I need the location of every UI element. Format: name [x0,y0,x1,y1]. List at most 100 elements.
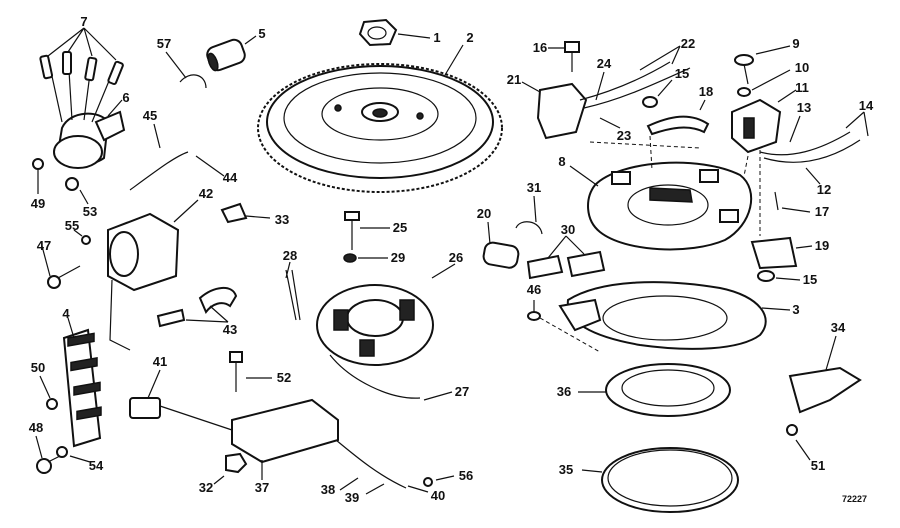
callout-33: 33 [274,212,290,227]
stator-leads [329,354,421,399]
callout-29: 29 [390,250,406,265]
callout-18: 18 [698,84,714,99]
callout-24: 24 [596,56,612,71]
callout-1: 1 [433,30,441,45]
callout-30: 30 [560,222,576,237]
screw-9 [734,54,754,85]
callout-15b: 15 [802,272,818,287]
callout-46: 46 [526,282,542,297]
callout-43: 43 [222,322,238,337]
callout-32: 32 [198,480,214,495]
lead-38 [335,439,407,489]
screw-53 [65,177,79,191]
callout-21: 21 [506,72,522,87]
module-21 [536,82,588,140]
lead-28 [285,269,301,321]
screw-16 [564,41,580,72]
callout-6: 6 [122,90,130,105]
screw-17 [774,191,779,211]
callout-10: 10 [794,60,810,75]
callout-52: 52 [276,370,292,385]
ignition-coil [107,212,180,351]
callout-56: 56 [458,468,474,483]
screw-47 [47,265,81,289]
callout-49: 49 [30,196,46,211]
callout-22: 22 [680,36,696,51]
callout-57: 57 [156,36,172,51]
callout-38: 38 [320,482,336,497]
sensor-leads [759,131,851,156]
callout-12: 12 [816,182,832,197]
condenser [53,110,126,169]
flywheel-nut [358,18,398,47]
callout-23: 23 [616,128,632,143]
callout-35: 35 [558,462,574,477]
callout-15a: 15 [674,66,690,81]
callout-16: 16 [532,40,548,55]
callout-8: 8 [558,154,566,169]
clip-57 [179,74,207,89]
sleeve [206,38,246,72]
terminal-block [62,328,102,448]
screw-50 [46,398,58,410]
callout-39: 39 [344,490,360,505]
callout-9: 9 [792,36,800,51]
power-pack [231,398,339,464]
washer-29 [343,253,357,263]
callout-48: 48 [28,420,44,435]
callout-31: 31 [526,180,542,195]
screw-51 [786,424,798,436]
callout-34: 34 [830,320,846,335]
callout-11: 11 [795,80,809,95]
clip-33 [220,202,248,224]
callout-45: 45 [142,108,158,123]
washer-54 [56,446,68,458]
callout-13: 13 [796,100,812,115]
bolt-52 [229,351,243,392]
screw-15b [757,270,775,282]
bolt-25 [344,211,360,250]
screw-15a [642,96,658,108]
figure-number: 72227 [842,494,868,504]
cap-20 [482,241,520,269]
timer-base-plate [558,281,767,350]
stator-plate [587,161,753,251]
clip-31 [515,221,543,235]
callout-50: 50 [30,360,46,375]
callout-26: 26 [448,250,464,265]
callout-55: 55 [64,218,80,233]
callout-54: 54 [88,458,104,473]
callout-51: 51 [810,458,826,473]
bracket-19 [750,236,798,270]
sleeve-30b [566,250,606,278]
sensor-coil [731,98,782,154]
callout-28: 28 [282,248,298,263]
callout-41: 41 [152,354,168,369]
screw-46 [527,311,541,321]
callout-37: 37 [254,480,270,495]
callout-53: 53 [82,204,98,219]
callout-7: 7 [80,14,88,29]
alignment-line [539,135,761,353]
lead-44 [129,151,189,191]
ring-35 [601,447,739,513]
callout-36: 36 [556,384,572,399]
clip-18 [646,115,710,136]
callout-4: 4 [62,306,70,321]
callout-27: 27 [454,384,470,399]
callout-19: 19 [814,238,830,253]
callout-25: 25 [392,220,408,235]
callout-5: 5 [258,26,266,41]
bracket-34 [788,366,862,414]
connector-41 [129,397,161,419]
callout-3: 3 [792,302,800,317]
washer-10 [737,87,751,97]
callout-17: 17 [814,204,830,219]
washer-56 [423,477,433,487]
callout-42: 42 [198,186,214,201]
nut-32 [225,452,248,474]
gasket-36 [605,363,731,417]
lead-22 [579,61,671,101]
